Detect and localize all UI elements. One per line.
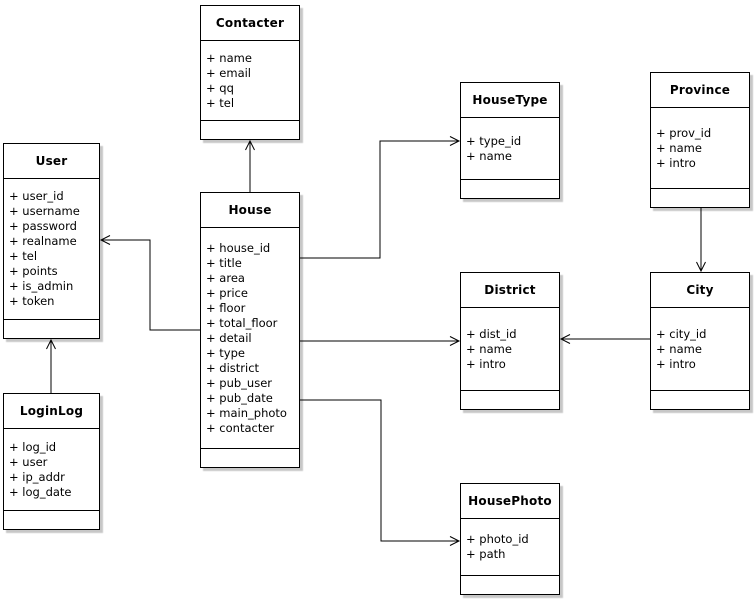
attribute-row: + name	[656, 341, 702, 356]
attribute-row: + floor	[206, 300, 246, 315]
attribute-row: + title	[206, 255, 242, 270]
entity-attributes: + type_id+ name	[461, 118, 559, 179]
attribute-row: + city_id	[656, 326, 707, 341]
entity-housephoto[interactable]: HousePhoto+ photo_id+ path	[460, 483, 560, 595]
attribute-row: + user_id	[9, 189, 64, 203]
attribute-row: + is_admin	[9, 279, 74, 293]
attribute-row: + realname	[9, 234, 77, 248]
entity-attributes: + city_id+ name+ intro	[651, 308, 749, 390]
entity-user[interactable]: User+ user_id+ username+ password+ realn…	[3, 143, 100, 339]
entity-attributes: + user_id+ username+ password+ realname+…	[4, 179, 99, 319]
entity-title-house: House	[201, 193, 299, 228]
entity-operations-section-empty	[201, 120, 299, 139]
attribute-row: + total_floor	[206, 315, 278, 330]
attribute-row: + intro	[656, 356, 696, 371]
entity-province[interactable]: Province+ prov_id+ name+ intro	[650, 72, 750, 208]
entity-housetype[interactable]: HouseType+ type_id+ name	[460, 82, 560, 199]
entity-attributes: + house_id+ title+ area+ price+ floor+ t…	[201, 228, 299, 448]
entity-title-housetype: HouseType	[461, 83, 559, 118]
entity-title-province: Province	[651, 73, 749, 108]
entity-attributes: + photo_id+ path	[461, 519, 559, 575]
attribute-row: + intro	[656, 155, 696, 170]
attribute-row: + dist_id	[466, 326, 517, 341]
attribute-row: + password	[9, 219, 77, 233]
entity-attributes: + dist_id+ name+ intro	[461, 308, 559, 390]
connector-house-to-housephoto	[300, 399, 461, 546]
attribute-row: + pub_date	[206, 390, 273, 405]
attribute-row: + ip_addr	[9, 469, 65, 484]
entity-title-housephoto: HousePhoto	[461, 484, 559, 519]
attribute-row: + qq	[206, 80, 234, 95]
attribute-row: + log_id	[9, 439, 57, 454]
entity-operations-section-empty	[651, 188, 749, 207]
entity-attributes: + prov_id+ name+ intro	[651, 108, 749, 188]
entity-attributes: + log_id+ user+ ip_addr+ log_date	[4, 429, 99, 510]
entity-title-user: User	[4, 144, 99, 179]
attribute-row: + name	[466, 148, 512, 163]
entity-operations-section-empty	[461, 390, 559, 409]
attribute-row: + prov_id	[656, 125, 712, 140]
attribute-row: + name	[466, 341, 512, 356]
attribute-row: + district	[206, 360, 260, 375]
attribute-row: + email	[206, 65, 252, 80]
entity-district[interactable]: District+ dist_id+ name+ intro	[460, 272, 560, 410]
attribute-row: + token	[9, 294, 55, 308]
entity-operations-section-empty	[651, 390, 749, 409]
attribute-row: + area	[206, 270, 245, 285]
attribute-row: + contacter	[206, 420, 275, 435]
entity-loginlog[interactable]: LoginLog+ log_id+ user+ ip_addr+ log_dat…	[3, 393, 100, 530]
attribute-row: + main_photo	[206, 405, 287, 420]
attribute-row: + path	[466, 547, 506, 561]
connector-house-to-housetype	[300, 136, 461, 259]
entity-title-city: City	[651, 273, 749, 308]
entity-operations-section-empty	[201, 448, 299, 467]
attribute-row: + type_id	[466, 133, 522, 148]
entity-title-contacter: Contacter	[201, 6, 299, 41]
entity-contacter[interactable]: Contacter+ name+ email+ qq+ tel	[200, 5, 300, 140]
entity-operations-section-empty	[461, 179, 559, 198]
attribute-row: + detail	[206, 330, 252, 345]
entity-city[interactable]: City+ city_id+ name+ intro	[650, 272, 750, 410]
entity-operations-section-empty	[4, 510, 99, 529]
attribute-row: + log_date	[9, 484, 72, 499]
entity-title-district: District	[461, 273, 559, 308]
attribute-row: + tel	[9, 249, 38, 263]
entity-operations-section-empty	[461, 575, 559, 594]
connector-house-to-user	[99, 235, 200, 331]
attribute-row: + tel	[206, 95, 235, 110]
entity-operations-section-empty	[4, 319, 99, 338]
attribute-row: + type	[206, 345, 245, 360]
attribute-row: + username	[9, 204, 80, 218]
entity-title-loginlog: LoginLog	[4, 394, 99, 429]
attribute-row: + pub_user	[206, 375, 273, 390]
attribute-row: + photo_id	[466, 532, 529, 546]
entity-house[interactable]: House+ house_id+ title+ area+ price+ flo…	[200, 192, 300, 468]
attribute-row: + user	[9, 454, 48, 469]
attribute-row: + points	[9, 264, 58, 278]
attribute-row: + name	[656, 140, 702, 155]
attribute-row: + intro	[466, 356, 506, 371]
attribute-row: + name	[206, 50, 252, 65]
attribute-row: + price	[206, 285, 248, 300]
entity-attributes: + name+ email+ qq+ tel	[201, 41, 299, 120]
attribute-row: + house_id	[206, 240, 271, 255]
